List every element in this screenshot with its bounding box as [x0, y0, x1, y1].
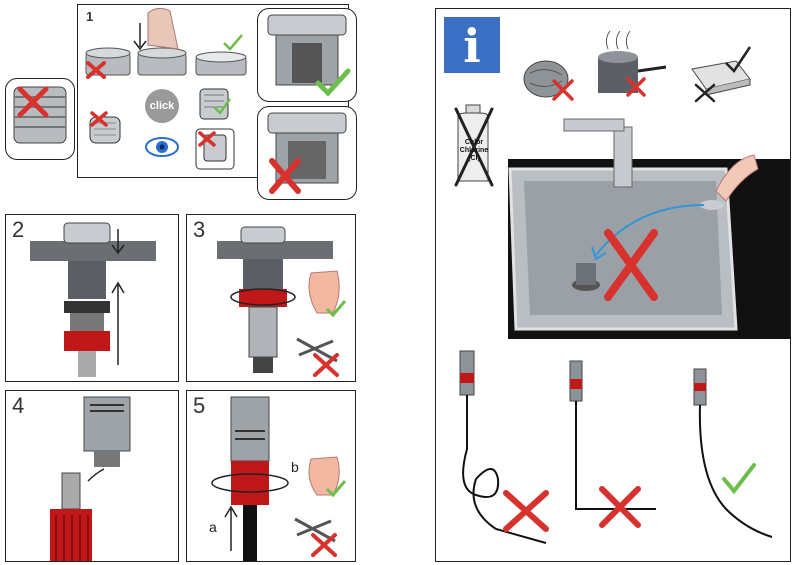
check-mark-icon — [315, 68, 351, 97]
arrow-icon — [87, 468, 105, 482]
step5-panel: 5 a b — [186, 390, 356, 562]
cross-mark-icon — [503, 490, 549, 532]
step4-panel: 4 — [5, 390, 179, 562]
check-mark-icon — [722, 463, 756, 495]
step-number-2: 2 — [12, 217, 25, 242]
up-arrow-icon — [224, 505, 238, 551]
step-number-1: 1 — [86, 9, 94, 24]
check-mark-icon — [325, 480, 347, 498]
step2-panel: 2 — [5, 214, 179, 382]
step-number-5: 5 — [193, 393, 206, 418]
cap-callout-ok — [257, 8, 357, 102]
rotate-arrow-icon — [211, 473, 289, 493]
hand-icon — [308, 456, 340, 496]
info-icon: i — [444, 17, 500, 73]
hot-pot-icon — [598, 30, 667, 97]
step1-illustration — [85, 7, 247, 170]
cross-mark-icon — [269, 158, 301, 194]
label-b: b — [291, 459, 299, 475]
step5-illustration — [211, 396, 347, 561]
drain-button-ok — [195, 51, 247, 76]
cable-loop-wrong — [459, 350, 549, 544]
check-mark-icon — [223, 34, 243, 51]
cross-mark-icon — [599, 486, 641, 528]
cross-mark-icon — [313, 353, 339, 377]
faucet-icon — [613, 126, 633, 188]
spring-part-wrong — [195, 128, 235, 170]
up-arrow-icon — [111, 281, 125, 365]
down-arrow-icon — [133, 23, 147, 51]
cross-mark-icon — [604, 229, 658, 301]
step-number-3: 3 — [193, 217, 206, 242]
pliers-icon — [296, 337, 338, 363]
cable-bend-wrong — [569, 360, 656, 528]
step3-panel: 3 — [186, 214, 356, 382]
spring-part-ok — [199, 88, 232, 120]
arrow-icon — [595, 204, 705, 256]
eye-icon — [145, 137, 179, 157]
cable-smooth-ok — [693, 368, 773, 538]
cross-mark-icon — [17, 86, 49, 118]
step4-illustration — [50, 396, 131, 561]
cross-mark-icon — [454, 107, 494, 187]
pliers-icon — [294, 517, 336, 543]
sink-scene — [508, 118, 790, 339]
label-a: a — [209, 519, 217, 535]
thread-callout-wrong — [5, 78, 75, 160]
finger-icon — [715, 154, 759, 202]
hand-icon — [308, 270, 340, 314]
care-illustration — [454, 30, 790, 544]
steel-wool-icon — [523, 60, 574, 101]
drain-button-press — [133, 7, 187, 76]
down-arrow-icon — [111, 229, 125, 255]
click-badge: click — [145, 89, 179, 123]
step-number-4: 4 — [12, 393, 25, 418]
step2-illustration — [30, 222, 156, 377]
drain-button-icon — [700, 200, 724, 210]
step3-illustration — [217, 226, 347, 377]
info-panel: i — [435, 8, 791, 562]
check-mark-icon — [325, 300, 347, 318]
thread-part-wrong — [89, 111, 121, 144]
chlorine-label: Chlor Chlorine (Cl) — [459, 139, 489, 162]
cross-mark-icon — [694, 83, 716, 103]
rotate-arrow-icon — [230, 288, 296, 306]
finger-icon — [147, 7, 179, 50]
chlorine-bottle-icon — [454, 104, 494, 187]
check-mark-icon — [725, 46, 752, 73]
cap-callout-wrong — [257, 106, 357, 200]
cross-mark-icon — [311, 533, 337, 557]
cross-mark-icon — [86, 61, 106, 79]
sponge-icon — [691, 46, 752, 103]
